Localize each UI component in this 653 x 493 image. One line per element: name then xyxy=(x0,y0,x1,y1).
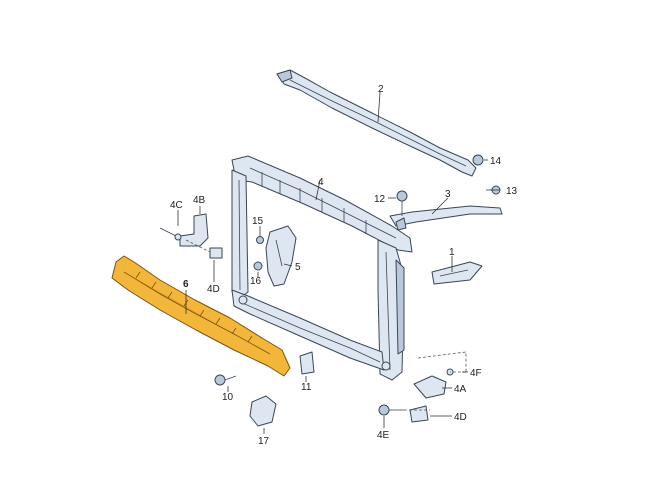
label-part-4f: 4F xyxy=(470,368,482,379)
leader-lines xyxy=(177,91,500,434)
part-2-upper-cross-member xyxy=(276,69,477,177)
part-4c-screw xyxy=(159,227,182,241)
part-14-nut xyxy=(472,154,484,166)
label-part-6: 6 xyxy=(183,279,189,290)
label-part-3: 3 xyxy=(445,189,451,200)
label-part-4e: 4E xyxy=(377,430,390,441)
label-part-16: 16 xyxy=(250,276,262,287)
part-labels: 2 4 3 1 14 13 12 15 5 16 6 4B 4C 4D 10 1… xyxy=(170,84,518,447)
label-part-2: 2 xyxy=(378,84,384,95)
part-1-bracket xyxy=(431,261,483,285)
label-part-4b: 4B xyxy=(193,195,206,206)
label-part-11: 11 xyxy=(301,382,312,393)
part-4e-bolt xyxy=(378,404,404,416)
label-part-12: 12 xyxy=(374,194,386,205)
part-4d-clip-right xyxy=(409,405,429,423)
label-part-10: 10 xyxy=(222,392,234,403)
part-4-front-frame xyxy=(231,155,413,381)
label-part-4c: 4C xyxy=(170,200,183,211)
part-15-bolt xyxy=(256,236,264,244)
part-16-nut xyxy=(253,261,263,271)
label-part-1: 1 xyxy=(449,247,455,258)
part-4d-clip-nut xyxy=(209,247,223,259)
label-part-17: 17 xyxy=(258,436,270,447)
label-part-5: 5 xyxy=(295,262,301,273)
part-10-bolt xyxy=(214,374,237,386)
part-5-bracket xyxy=(265,225,297,287)
label-part-4d-left: 4D xyxy=(207,284,220,295)
part-4a-bracket xyxy=(413,375,447,399)
label-part-4d-right: 4D xyxy=(454,412,467,423)
part-12-bolt xyxy=(396,190,408,216)
label-part-14: 14 xyxy=(490,156,502,167)
part-3-brace xyxy=(389,205,503,231)
part-11-clip xyxy=(299,351,315,375)
label-part-4: 4 xyxy=(318,177,324,188)
label-part-15: 15 xyxy=(252,216,264,227)
part-6-lower-cross-member xyxy=(111,255,291,377)
label-part-4a: 4A xyxy=(454,384,467,395)
part-4b-clip-bracket xyxy=(179,213,209,247)
label-part-13: 13 xyxy=(506,186,518,197)
part-17-bracket xyxy=(249,395,277,427)
